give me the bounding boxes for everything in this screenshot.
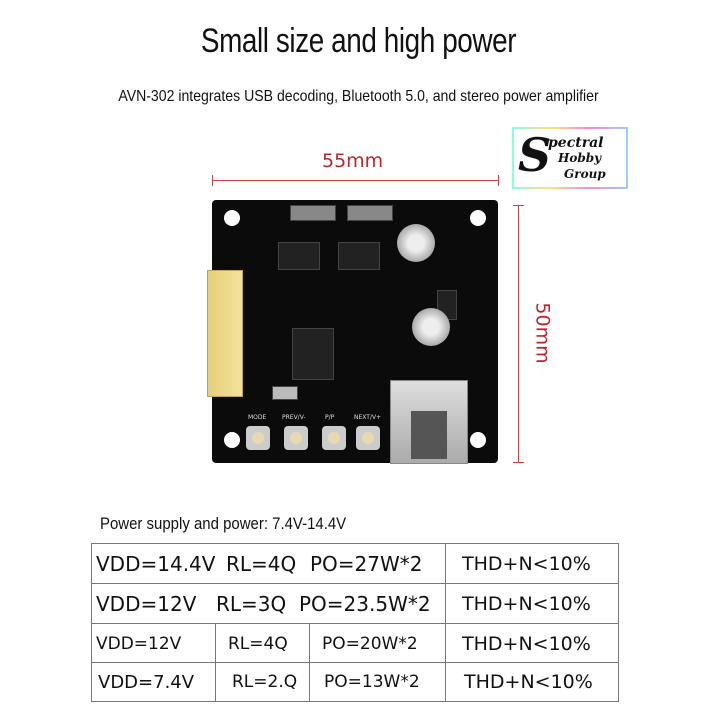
subtitle: AVN-302 integrates USB decoding, Bluetoo… bbox=[118, 88, 599, 105]
play-pause-button bbox=[322, 426, 346, 450]
table-row: VDD=12V RL=4Q PO=20W*2 THD+N<10% bbox=[91, 623, 619, 663]
thd-cell: THD+N<10% bbox=[462, 553, 591, 575]
silk-prev: PREV/V- bbox=[282, 414, 306, 421]
table-row: VDD=12V RL=3Q PO=23.5W*2 THD+N<10% bbox=[91, 583, 619, 624]
vdd-cell: VDD=12V bbox=[96, 592, 197, 616]
vdd-cell: VDD=12V bbox=[96, 633, 182, 654]
silk-pp: P/P bbox=[325, 414, 335, 421]
bluetooth-antenna bbox=[207, 270, 243, 397]
mode-button bbox=[246, 426, 270, 450]
rl-cell: RL=4Q bbox=[226, 552, 297, 576]
thd-cell: THD+N<10% bbox=[464, 671, 593, 693]
vdd-cell: VDD=14.4V bbox=[96, 552, 216, 576]
table-row: VDD=14.4V RL=4Q PO=27W*2 THD+N<10% bbox=[91, 543, 619, 584]
po-cell: PO=13W*2 bbox=[324, 672, 420, 692]
power-supply-title: Power supply and power: 7.4V-14.4V bbox=[100, 514, 347, 533]
thd-cell: THD+N<10% bbox=[462, 632, 591, 655]
width-dimension-line bbox=[212, 175, 499, 186]
silk-mode: MODE bbox=[248, 414, 267, 421]
po-cell: PO=27W*2 bbox=[310, 552, 423, 576]
rl-cell: RL=4Q bbox=[228, 633, 288, 654]
prev-button bbox=[284, 426, 308, 450]
next-button bbox=[356, 426, 380, 450]
rl-cell: RL=3Q bbox=[216, 592, 287, 616]
height-label: 50mm bbox=[531, 302, 554, 364]
usb-port bbox=[390, 380, 468, 464]
page-title: Small size and high power bbox=[200, 22, 517, 60]
height-dimension-line bbox=[513, 205, 524, 463]
width-label: 55mm bbox=[322, 150, 384, 172]
silk-next: NEXT/V+ bbox=[354, 414, 382, 421]
table-row: VDD=7.4V RL=2.Q PO=13W*2 THD+N<10% bbox=[91, 662, 619, 702]
vdd-cell: VDD=7.4V bbox=[98, 671, 195, 693]
po-cell: PO=20W*2 bbox=[322, 633, 418, 654]
logo: S pectral Hobby Group bbox=[512, 127, 628, 189]
circuit-board: MODE PREV/V- P/P NEXT/V+ bbox=[212, 200, 498, 463]
thd-cell: THD+N<10% bbox=[462, 593, 591, 615]
rl-cell: RL=2.Q bbox=[232, 672, 298, 692]
po-cell: PO=23.5W*2 bbox=[299, 592, 431, 616]
